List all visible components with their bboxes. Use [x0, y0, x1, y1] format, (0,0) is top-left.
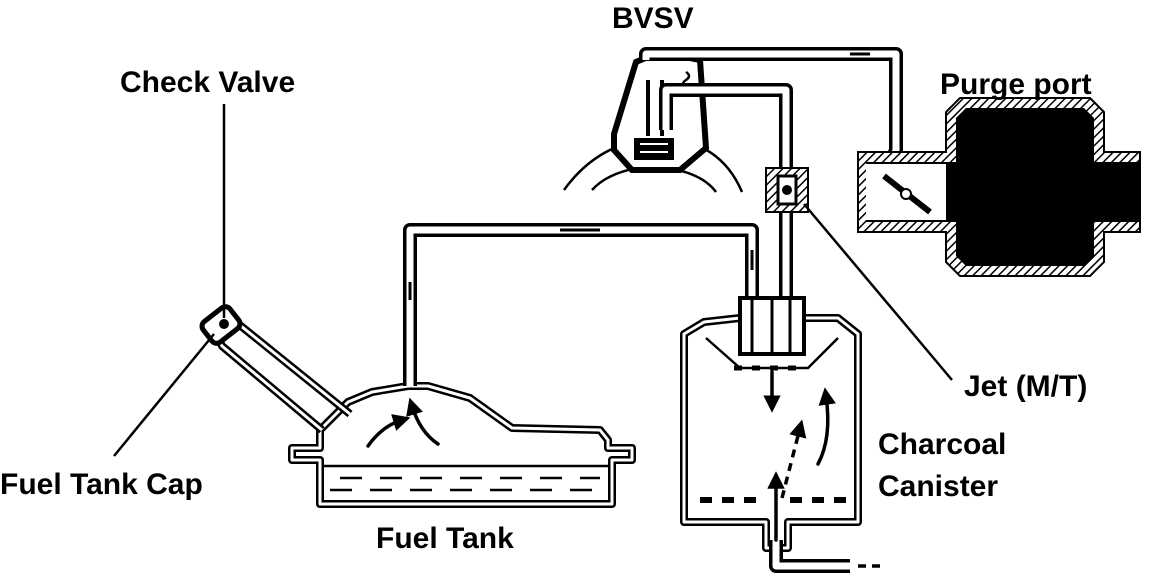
fuel-tank-cap-leader	[113, 333, 215, 457]
vapor-arrow	[406, 397, 440, 446]
label-fuel-tank-cap: Fuel Tank Cap	[0, 468, 203, 501]
purge-port-throttle-body	[857, 97, 1141, 277]
vapor-arrow	[366, 414, 411, 448]
fuel-tank	[288, 382, 636, 508]
label-bvsv: BVSV	[612, 2, 694, 35]
charcoal-canister	[680, 296, 884, 573]
bvsv-valve	[562, 48, 744, 193]
label-fuel-tank: Fuel Tank	[376, 522, 514, 555]
label-jet: Jet (M/T)	[964, 370, 1087, 403]
label-canister: Canister	[878, 470, 998, 503]
label-charcoal: Charcoal	[878, 428, 1006, 461]
label-check-valve: Check Valve	[120, 66, 295, 99]
jet-restrictor	[765, 167, 809, 213]
vapor-line	[403, 223, 759, 386]
filler-neck	[199, 304, 353, 434]
flow-arrow-dashed	[780, 419, 807, 499]
label-purge-port: Purge port	[940, 68, 1092, 101]
flow-arrow	[816, 387, 836, 466]
fuel-liquid	[330, 476, 600, 492]
jet-leader	[803, 203, 953, 381]
